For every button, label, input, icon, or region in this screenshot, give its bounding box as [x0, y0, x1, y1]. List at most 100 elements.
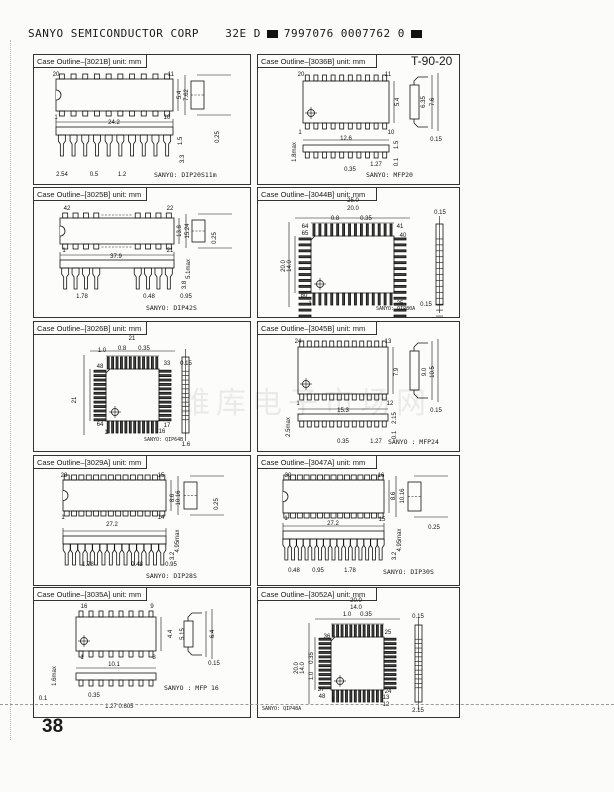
pin [108, 610, 114, 618]
pin [155, 420, 159, 434]
dimension-label: 1.27 [370, 162, 382, 168]
pin [358, 624, 362, 638]
pin [393, 273, 407, 276]
dimension-label: 15.24 [185, 223, 191, 239]
pin [283, 474, 290, 481]
panel-title: Case Outline–[3036B] unit: mm [261, 57, 366, 66]
pin [159, 474, 166, 481]
package-name: SANYO : MFP 16 [164, 684, 219, 692]
pin [322, 122, 327, 130]
dimension-label: 0.35 [88, 693, 100, 699]
pin [344, 474, 350, 481]
pin [145, 243, 151, 250]
package-side-body [282, 530, 385, 540]
pin [105, 110, 112, 117]
pin [383, 223, 387, 237]
pin [321, 393, 327, 401]
pin [58, 73, 65, 80]
pin [330, 292, 334, 306]
page-number: 38 [42, 716, 64, 737]
pin [155, 356, 159, 370]
dimension-label: 7.6 [430, 97, 436, 106]
pin [318, 655, 332, 659]
dimension-label: 11 [168, 72, 175, 78]
pin [93, 413, 107, 417]
pin [128, 356, 132, 370]
pin [128, 420, 132, 434]
pin [137, 474, 144, 481]
pin [298, 290, 312, 294]
pin-lead [365, 151, 370, 159]
package-name: SANYO: QIP48A [262, 706, 302, 712]
pin-lead [78, 679, 84, 687]
pin [298, 261, 312, 265]
dimension-label: 1 [331, 697, 335, 703]
package-body [75, 616, 157, 652]
pin [365, 122, 370, 130]
package-name: SANYO: QIP64B [144, 437, 184, 443]
dimension-label: 10.1 [108, 662, 120, 668]
pin [158, 383, 172, 386]
panel-title: Case Outline–[3026B] unit: mm [37, 324, 142, 333]
pin [158, 374, 172, 378]
pin [72, 243, 79, 250]
pin [122, 510, 129, 517]
pin [158, 409, 172, 413]
pin [393, 296, 407, 300]
pin [339, 122, 345, 130]
pin-lead [336, 538, 345, 561]
dimension-label: 16 [81, 604, 88, 610]
pin [359, 393, 365, 401]
dimension-label: 42 [64, 206, 71, 212]
pin [393, 243, 407, 247]
pin [298, 255, 312, 259]
page-header: SANYO SEMICONDUCTOR CORP 32E D 7997076 0… [28, 27, 422, 40]
package-body [302, 80, 390, 124]
pin [329, 393, 335, 401]
pin [158, 391, 172, 395]
dimension-label: 1 [284, 516, 288, 522]
dimension-label: 2.15 [412, 708, 424, 714]
dimension-label: 1.6max [52, 666, 58, 686]
pin [299, 393, 305, 401]
pin [152, 474, 158, 481]
pin [371, 512, 377, 519]
dimension-label: 0.35 [360, 216, 372, 222]
pin-lead [71, 267, 80, 290]
dimension-label: 1.27 [370, 439, 382, 445]
pin [144, 510, 151, 517]
scan-artifact-line [0, 704, 614, 705]
pin [158, 418, 172, 422]
pin [137, 510, 144, 517]
pin [298, 308, 312, 312]
pin [393, 302, 407, 306]
dimension-label: 3.8 [182, 280, 188, 289]
pin [146, 420, 150, 434]
dimension-label: 0.1 [392, 430, 398, 439]
pin [393, 290, 407, 294]
dimension-label: 0.8 [118, 346, 127, 352]
dimension-label: 27.2 [106, 522, 118, 528]
notch-icon [282, 491, 289, 502]
pin [70, 110, 77, 117]
dimension-label: 1.78 [76, 294, 88, 300]
dimension-label: 20.0 [294, 662, 300, 674]
dimension-label: 0.25 [215, 131, 221, 143]
pin [347, 122, 353, 130]
pin [118, 650, 124, 658]
pin [148, 610, 154, 618]
pin [115, 510, 122, 517]
pin [158, 405, 172, 408]
pin [367, 624, 370, 638]
pin [353, 689, 357, 703]
dimension-label: 1.2 [118, 172, 127, 178]
dimension-label: 0.15 [434, 210, 446, 216]
pin [310, 474, 317, 481]
dimension-label: 1.0 [309, 671, 315, 680]
pin [165, 243, 172, 250]
pin [146, 356, 150, 370]
dimension-label: 3.3 [180, 154, 186, 163]
dimension-label: 5.15 [180, 628, 186, 640]
